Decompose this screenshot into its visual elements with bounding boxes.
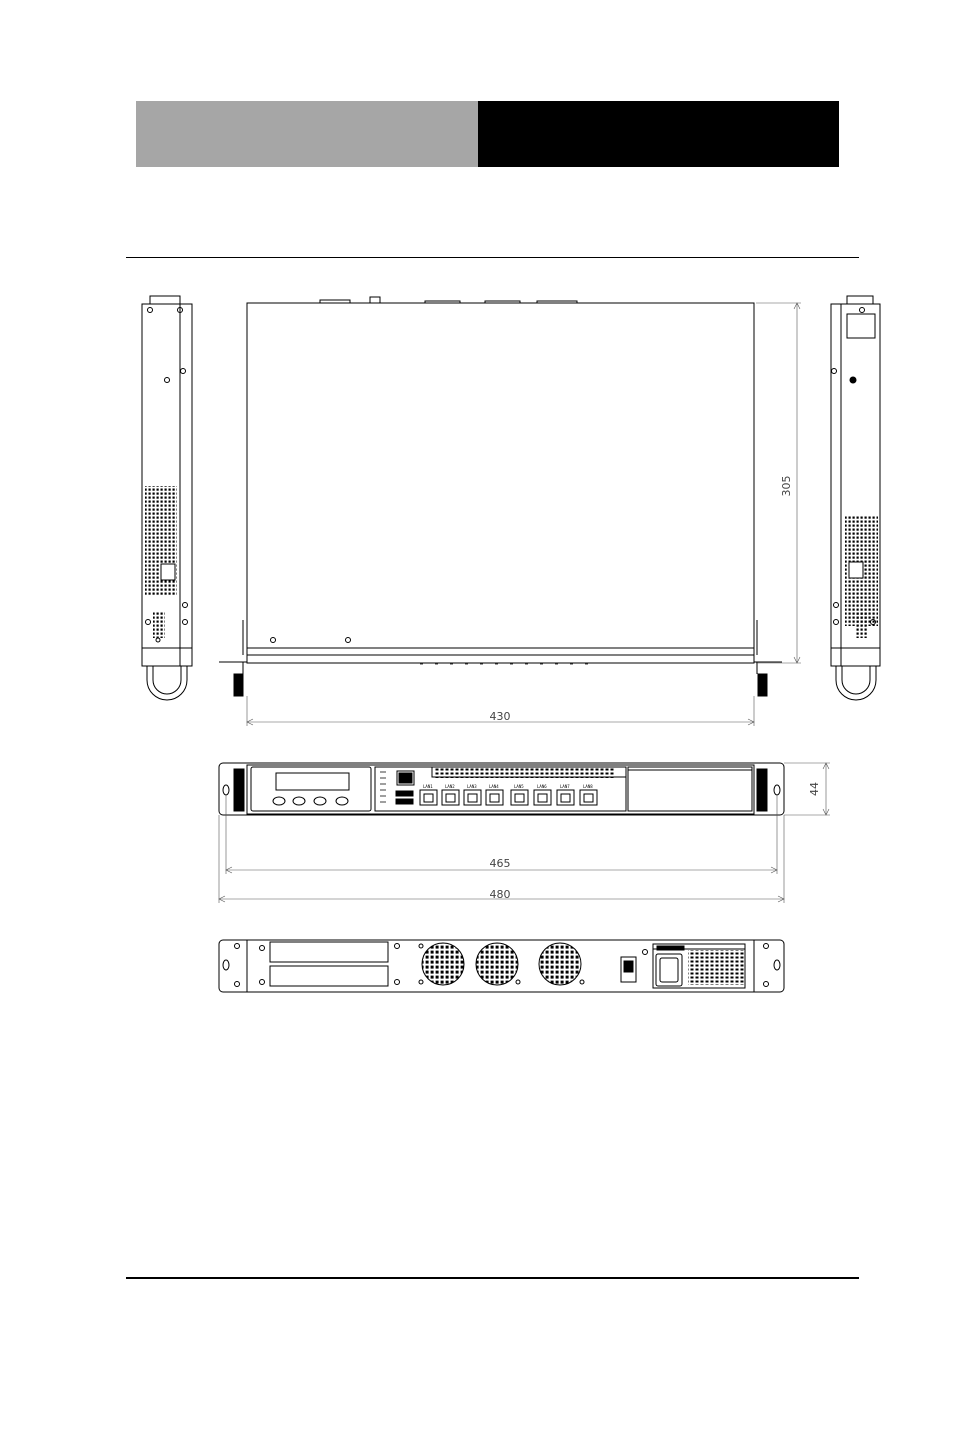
dim-height-label: 44	[808, 782, 821, 796]
dim-overall-width-label: 480	[490, 888, 511, 901]
dim-hole-spacing-label: 465	[490, 857, 511, 870]
left-side-view	[142, 296, 192, 700]
lan-label: LAN4	[489, 784, 499, 789]
rear-view	[219, 940, 784, 992]
lan-label: LAN7	[560, 784, 570, 789]
dim-305-line	[756, 303, 801, 663]
front-view	[219, 763, 830, 903]
bottom-divider	[126, 1277, 859, 1279]
lan-label: LAN8	[583, 784, 593, 789]
lan-label: LAN6	[537, 784, 547, 789]
dim-depth-label: 305	[780, 476, 793, 497]
dim-44-line	[784, 763, 830, 815]
lan-port-group	[420, 790, 597, 805]
right-side-view	[831, 296, 880, 700]
lan-label: LAN3	[467, 784, 477, 789]
top-view	[219, 297, 801, 726]
lan-label: LAN1	[423, 784, 433, 789]
lan-label: LAN2	[445, 784, 455, 789]
lan-labels: LAN1 LAN2 LAN3 LAN4 LAN5 LAN6 LAN7 LAN8	[423, 784, 593, 789]
dim-chassis-width-label: 430	[490, 710, 511, 723]
lan-label: LAN5	[514, 784, 524, 789]
